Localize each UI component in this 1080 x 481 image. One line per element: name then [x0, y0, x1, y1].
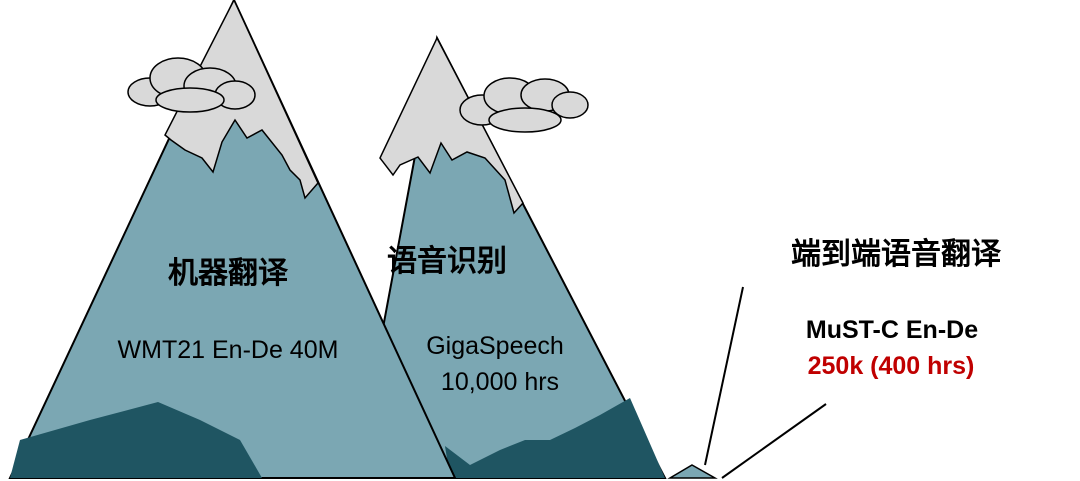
cloud-icon — [459, 77, 589, 133]
middle-mountain — [353, 34, 667, 479]
middle-mountain-snow — [379, 36, 524, 215]
middle-mountain-foothill — [445, 398, 665, 478]
left-mountain-dataset: WMT21 En-De 40M — [118, 336, 339, 364]
middle-mountain-dataset-line2: 10,000 hrs — [441, 368, 559, 396]
middle-mountain-dataset-line1: GigaSpeech — [426, 332, 564, 360]
small-peak-title: 端到端语音翻译 — [791, 237, 1002, 272]
pointer-line — [704, 286, 744, 466]
pointer-line — [721, 403, 827, 479]
small-peak-amount: 250k (400 hrs) — [808, 352, 975, 380]
small-peak-dataset: MuST-C En-De — [806, 316, 978, 344]
left-mountain-title: 机器翻译 — [168, 256, 289, 291]
small-peak — [667, 286, 827, 479]
cloud-icon — [127, 57, 256, 113]
left-mountain-foothill — [10, 402, 262, 478]
left-mountain — [8, 0, 457, 479]
middle-mountain-title: 语音识别 — [387, 244, 507, 279]
small-peak-shape — [667, 464, 718, 479]
